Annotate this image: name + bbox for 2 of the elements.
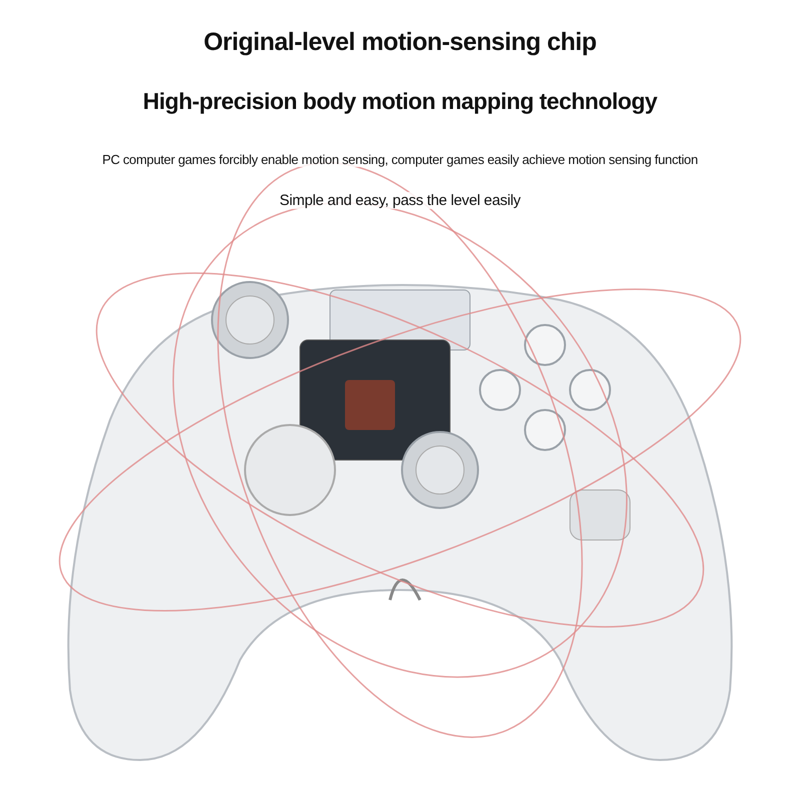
description-text: PC computer games forcibly enable motion sensing, computer games easily achieve motion sensing function	[101, 152, 699, 167]
tagline: Simple and easy, pass the level easily	[278, 192, 522, 209]
